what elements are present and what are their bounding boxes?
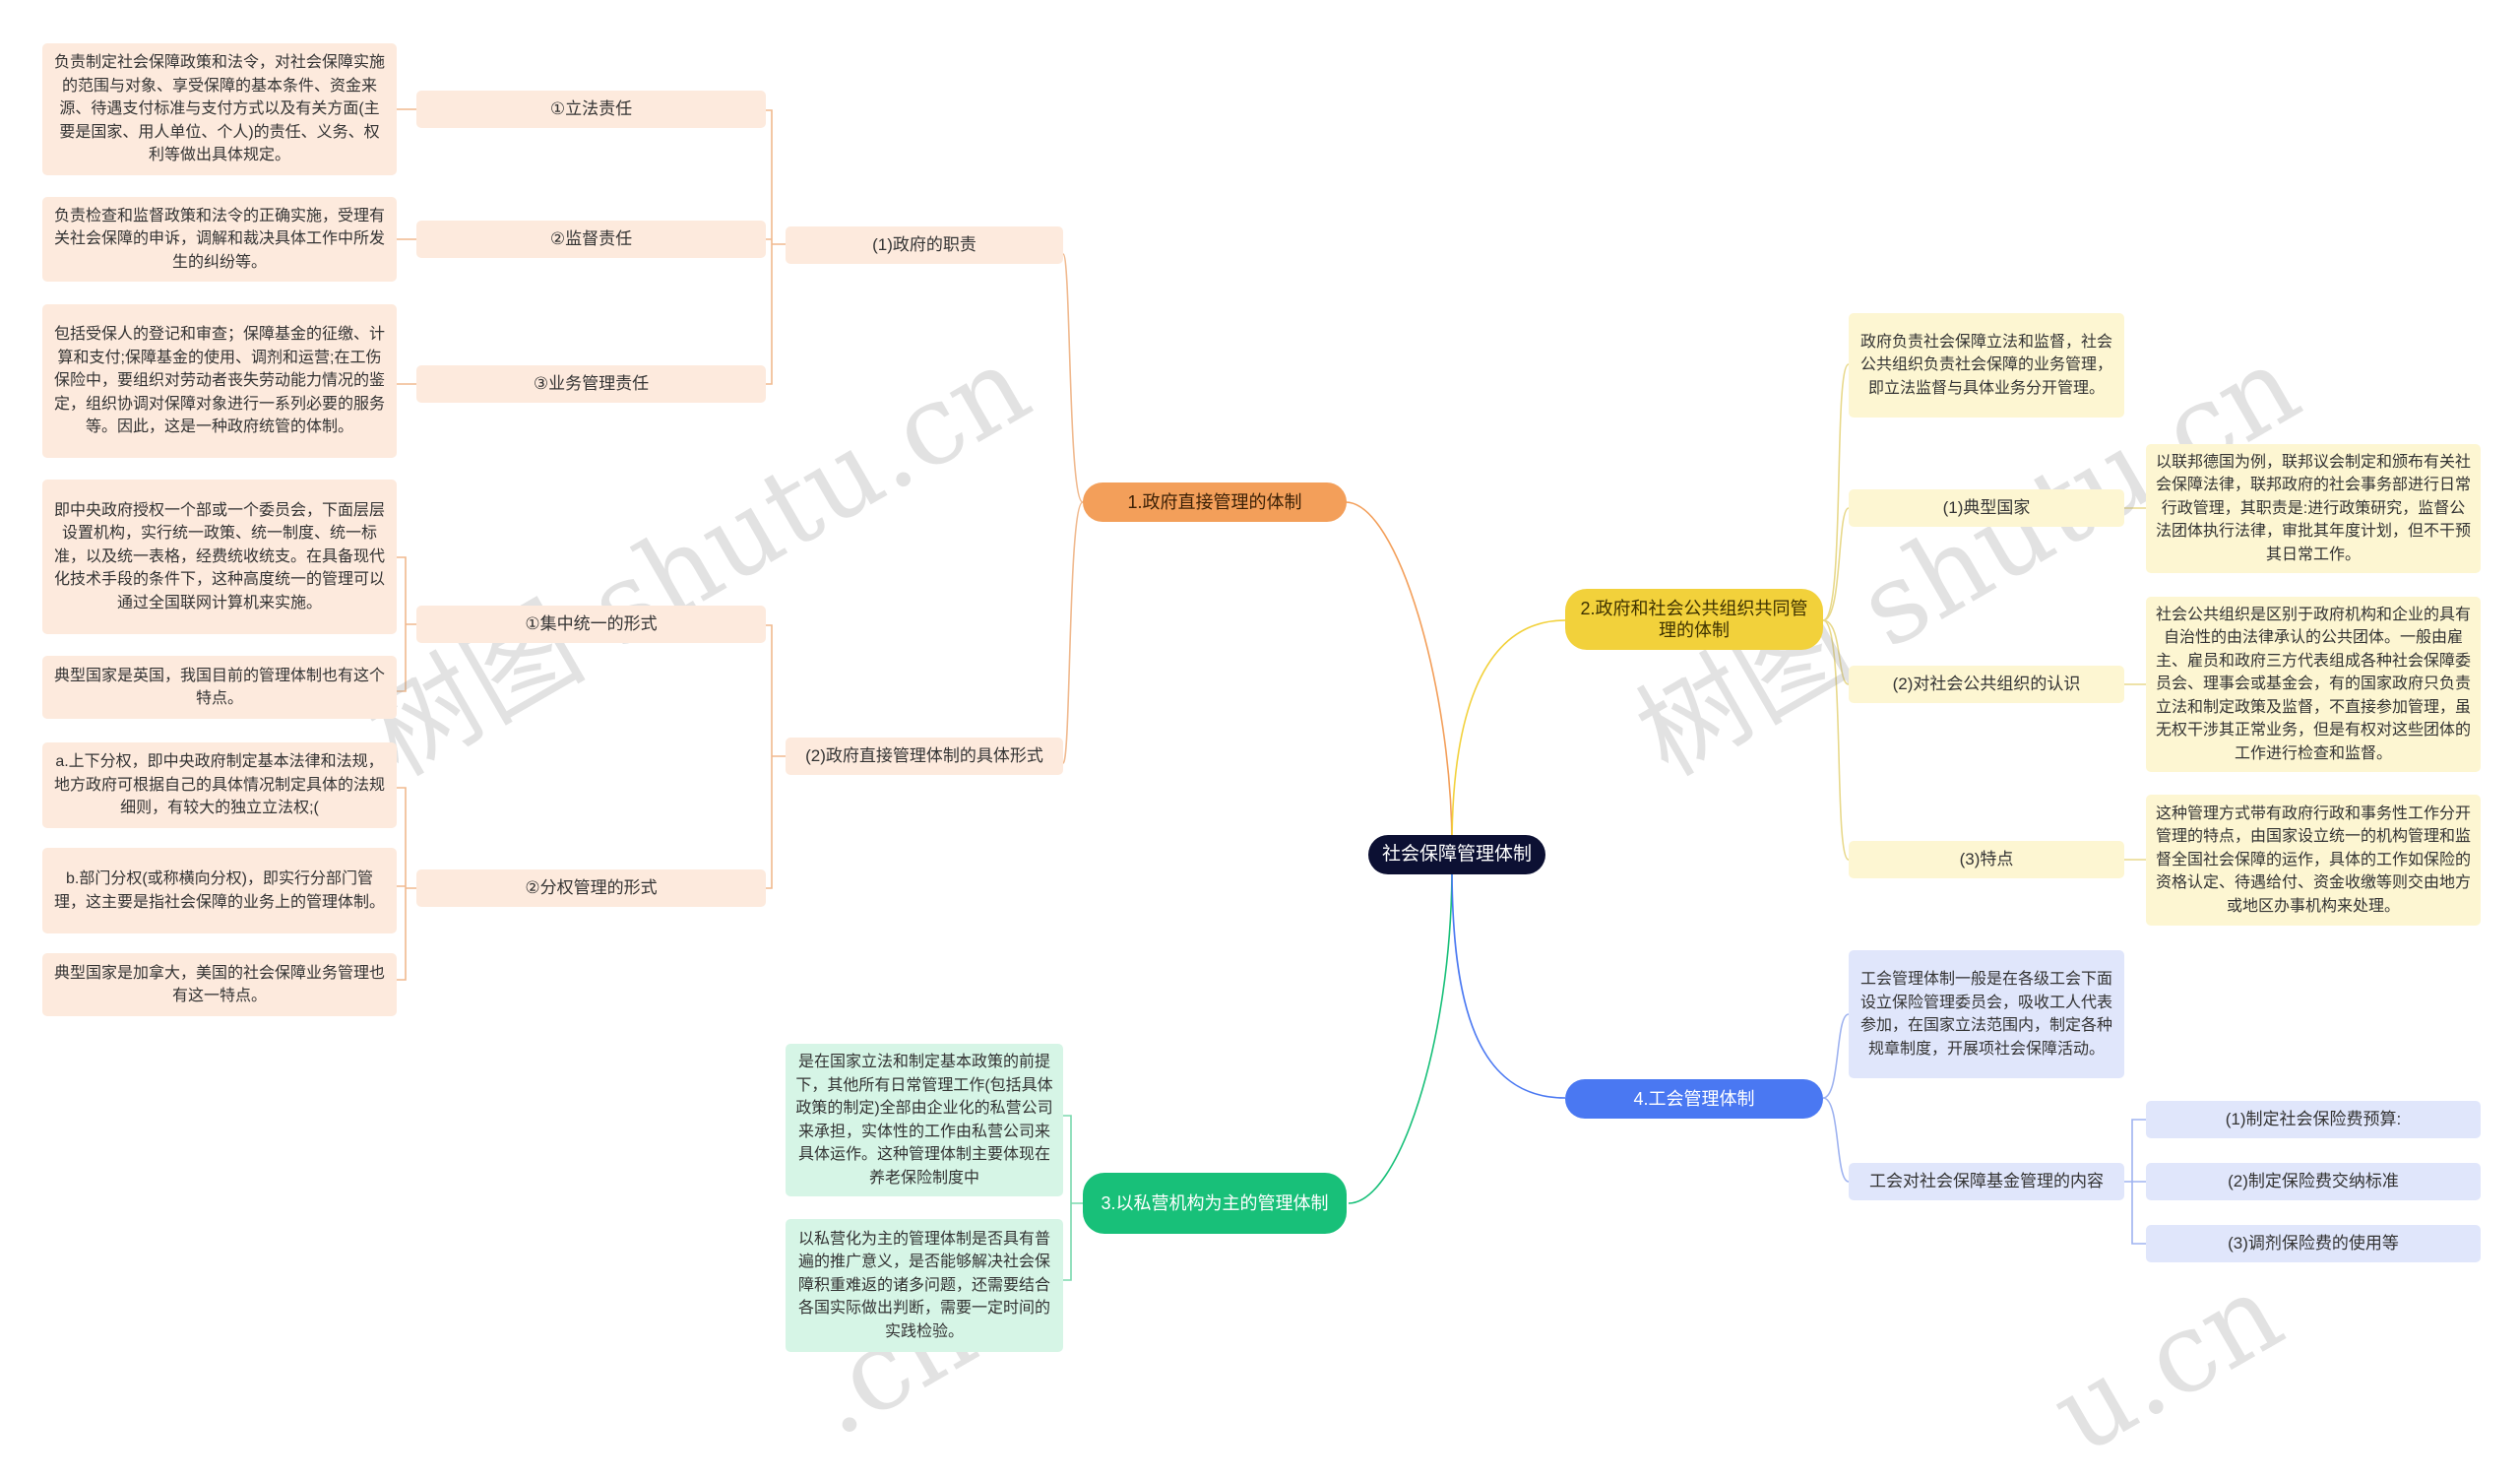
branch-2-intro: 政府负责社会保障立法和监督，社会公共组织负责社会保障的业务管理，即立法监督与具体… bbox=[1849, 313, 2124, 418]
typical-country-desc: 以联邦德国为例，联邦议会制定和颁布有关社会保障法律，联邦政府的社会事务部进行日常… bbox=[2146, 444, 2481, 573]
branch-2-features[interactable]: (3)特点 bbox=[1849, 841, 2124, 878]
supervisory-duty-desc: 负责检查和监督政策和法令的正确实施，受理有关社会保障的申诉，调解和裁决具体工作中… bbox=[42, 197, 397, 282]
branch-4-intro: 工会管理体制一般是在各级工会下面设立保险管理委员会，吸收工人代表参加，在国家立法… bbox=[1849, 950, 2124, 1078]
branch-4-node[interactable]: 4.工会管理体制 bbox=[1565, 1079, 1823, 1119]
private-system-desc: 是在国家立法和制定基本政策的前提下，其他所有日常管理工作(包括具体政策的制定)全… bbox=[786, 1044, 1063, 1196]
branch-1-node[interactable]: 1.政府直接管理的体制 bbox=[1083, 482, 1347, 522]
root-node[interactable]: 社会保障管理体制 bbox=[1368, 835, 1545, 874]
business-management-duty[interactable]: ③业务管理责任 bbox=[416, 365, 766, 403]
decentralized-form-example: 典型国家是加拿大，美国的社会保障业务管理也有这一特点。 bbox=[42, 953, 397, 1016]
business-duty-desc: 包括受保人的登记和审查；保障基金的征缴、计算和支付;保障基金的使用、调剂和运营;… bbox=[42, 304, 397, 458]
legislative-duty-desc: 负责制定社会保障政策和法令，对社会保障实施的范围与对象、享受保障的基本条件、资金… bbox=[42, 43, 397, 175]
fund-item-budget[interactable]: (1)制定社会保险费预算: bbox=[2146, 1101, 2481, 1138]
branch-2-features-desc: 这种管理方式带有政府行政和事务性工作分开管理的特点，由国家设立统一的机构管理和监… bbox=[2146, 795, 2481, 926]
union-fund-management[interactable]: 工会对社会保障基金管理的内容 bbox=[1849, 1163, 2124, 1200]
public-org-understanding[interactable]: (2)对社会公共组织的认识 bbox=[1849, 666, 2124, 703]
branch-1-gov-duties[interactable]: (1)政府的职责 bbox=[786, 226, 1063, 264]
centralized-form-desc: 即中央政府授权一个部或一个委员会，下面层层设置机构，实行统一政策、统一制度、统一… bbox=[42, 480, 397, 634]
public-org-desc: 社会公共组织是区别于政府机构和企业的具有自治性的由法律承认的公共团体。一般由雇主… bbox=[2146, 597, 2481, 772]
branch-1-specific-forms[interactable]: (2)政府直接管理体制的具体形式 bbox=[786, 738, 1063, 775]
branch-2-node[interactable]: 2.政府和社会公共组织共同管理的体制 bbox=[1565, 589, 1823, 650]
centralized-form[interactable]: ①集中统一的形式 bbox=[416, 606, 766, 643]
centralized-form-example: 典型国家是英国，我国目前的管理体制也有这个特点。 bbox=[42, 656, 397, 719]
legislative-duty[interactable]: ①立法责任 bbox=[416, 91, 766, 128]
connector-lines bbox=[397, 108, 2146, 1281]
decentralized-form[interactable]: ②分权管理的形式 bbox=[416, 869, 766, 907]
fund-item-allocation[interactable]: (3)调剂保险费的使用等 bbox=[2146, 1225, 2481, 1262]
typical-country[interactable]: (1)典型国家 bbox=[1849, 489, 2124, 527]
branch-3-node[interactable]: 3.以私营机构为主的管理体制 bbox=[1083, 1173, 1347, 1234]
private-system-outlook: 以私营化为主的管理体制是否具有普遍的推广意义，是否能够解决社会保障积重难返的诸多… bbox=[786, 1219, 1063, 1352]
supervisory-duty[interactable]: ②监督责任 bbox=[416, 221, 766, 258]
fund-item-payment-standard[interactable]: (2)制定保险费交纳标准 bbox=[2146, 1163, 2481, 1200]
decentralized-horizontal-desc: b.部门分权(或称横向分权)，即实行分部门管理，这主要是指社会保障的业务上的管理… bbox=[42, 848, 397, 933]
decentralized-vertical-desc: a.上下分权，即中央政府制定基本法律和法规，地方政府可根据自己的具体情况制定具体… bbox=[42, 742, 397, 828]
